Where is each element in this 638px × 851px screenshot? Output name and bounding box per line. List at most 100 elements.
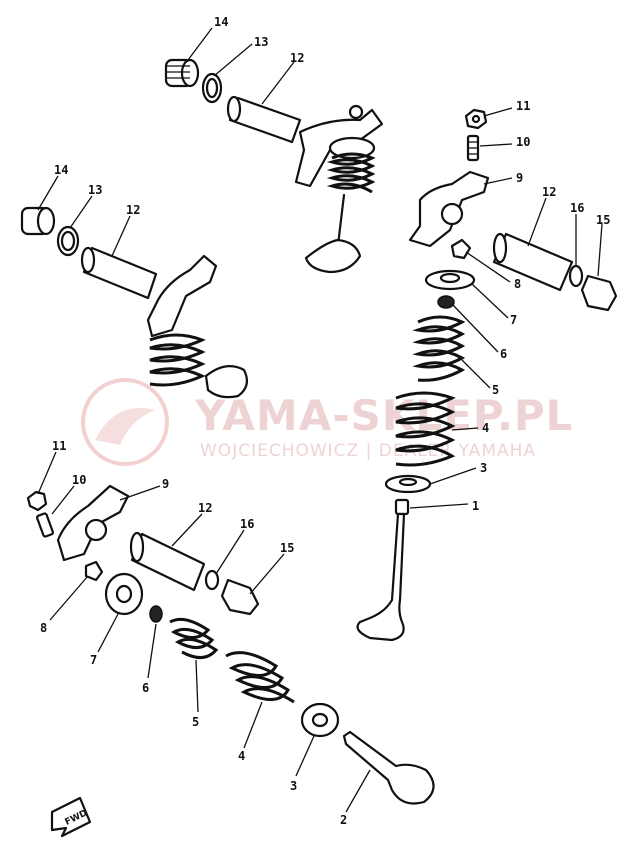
callout-number: 16 [570,201,584,215]
valve-spring-mid [149,333,206,387]
leader-line [479,143,513,147]
leader-line [345,769,371,813]
cap-bolt-face [180,58,200,88]
callout-number: 12 [542,185,556,199]
leader-line [597,223,603,277]
leader-line [195,659,199,713]
leader-line [215,529,245,575]
top-assembly [164,58,384,274]
leader-line [243,701,263,749]
valve-spring-coil [326,152,376,194]
callout-number: 11 [52,439,66,453]
leader-line [451,303,499,353]
inner-valve-spring-right [412,315,466,382]
lock-nut-hole [471,114,481,124]
lower-assembly: FWD [26,484,435,838]
valve-stem [336,193,346,247]
spring-retainer-hole [439,272,461,284]
leader-line [451,427,479,431]
callout-number: 12 [198,501,212,515]
rocker-arm-bore [440,202,464,226]
leader-line [147,623,157,679]
leader-line [171,513,203,547]
valve-right [356,498,410,642]
callout-number: 7 [510,313,517,327]
valve-top [304,193,362,274]
callout-number: 13 [88,183,102,197]
valve-cotter-right [450,238,472,260]
lock-nut-low [26,490,48,512]
right-assembly [356,108,618,642]
shaft-end [226,95,242,123]
rocker-shaft-top [226,95,302,144]
callout-number: 3 [480,461,487,475]
callout-number: 8 [514,277,521,291]
leader-line [471,283,509,319]
valve-head [304,238,362,274]
callout-number: 10 [72,473,86,487]
leader-line [69,195,93,229]
fwd-arrow-icon [50,796,92,838]
shaft-end [129,531,145,563]
inner-valve-spring-low [169,617,219,659]
adjuster-screw-low [36,512,54,538]
leader-line [51,485,75,515]
callout-number: 10 [516,135,530,149]
outer-valve-spring-right [395,391,456,467]
o-ring-right [568,264,584,288]
callout-numbers: 14 13 12 11 10 9 12 16 15 8 7 6 5 4 3 1 … [40,15,610,827]
leader-line [213,43,253,77]
watermark: YAMA-SKLEP.PL WOJCIECHOWICZ | DEALER YAM… [81,378,573,466]
leader-line [483,107,513,117]
leader-line [37,451,57,495]
leader-line [187,27,213,61]
watermark-main-text: YAMA-SKLEP.PL [194,391,573,440]
callout-number: 13 [254,35,268,49]
valve-stem-seal-low [149,605,163,623]
rocker-arm-low-bore [84,518,108,542]
leader-line [261,61,295,105]
callout-number: 14 [214,15,228,29]
rocker-shaft-mid [82,246,158,300]
o-ring-top-inner [205,77,219,99]
cap-bolt-low [220,578,260,616]
leader-line [483,177,513,185]
rocker-arm-mid [146,254,218,338]
middle-assembly [20,206,249,399]
valve-cotter-low [84,560,104,582]
valve-head-mid [204,365,249,399]
leader-line [527,197,547,247]
callout-number: 6 [500,347,507,361]
callout-number: 11 [516,99,530,113]
leader-lines [37,27,603,813]
callout-number: 14 [54,163,68,177]
watermark-logo-swoosh [95,408,155,445]
shaft-end [80,246,96,274]
valve-stem-seal-right [437,295,455,309]
leader-line [97,613,119,653]
leader-line [119,485,161,501]
leader-line [429,467,477,485]
rocker-arm-top [294,104,384,188]
shaft-end [492,232,508,264]
callout-number: 16 [240,517,254,531]
rocker-adjuster [348,104,364,120]
cap-bolt-right [580,274,618,312]
callout-number: 9 [162,477,169,491]
outer-valve-spring-low [225,651,295,704]
valve-stem-tip [394,498,410,516]
leader-line [49,575,89,621]
cap-bolt-top [164,58,200,88]
callout-number: 12 [126,203,140,217]
callout-number: 4 [238,749,245,763]
callout-number: 2 [340,813,347,827]
spring-retainer-low-hole [115,584,133,604]
leader-line [37,175,59,211]
leader-line [249,553,285,595]
spring-seat-low-hole [311,712,329,728]
spring-stack-top [326,136,376,194]
watermark-sub-text: WOJCIECHOWICZ | DEALER YAMAHA [200,441,536,461]
callout-number: 12 [290,51,304,65]
